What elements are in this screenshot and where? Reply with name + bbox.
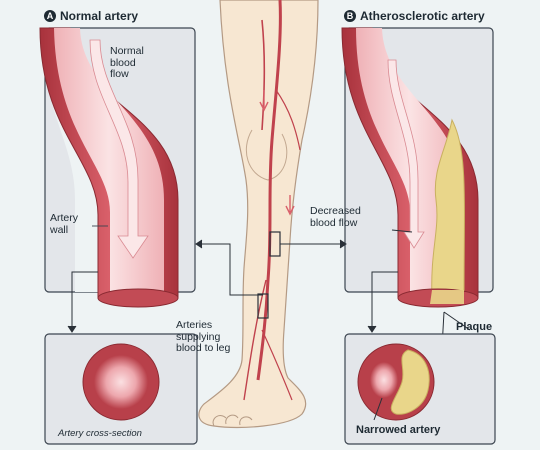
decreased-flow-label: Decreased blood flow [310,205,361,229]
normal-cross-section-panel [44,333,198,445]
decreased-flow-arrow [387,59,425,249]
toes [212,414,253,427]
arrowhead-down-a [67,325,77,333]
arrowhead-down-b [367,325,377,333]
leg-artery-branch-4 [261,329,293,401]
leg-artery-branch-2 [275,89,301,151]
artery-wall-label: Artery wall [50,212,79,236]
panel-b-title-text: Atherosclerotic artery [360,9,485,23]
atherosclerotic-artery-panel [341,27,494,308]
plaque-label: Plaque [456,321,493,333]
callout-box-lower [257,293,269,319]
arrowhead-right [339,239,347,249]
panel-b-badge: B [344,10,356,22]
arteries-leg-label: Arteries supplying blood to leg [176,319,231,354]
panel-a-badge: A [44,10,56,22]
plaque-buildup [431,118,465,299]
leg-flow-arrow-2 [285,195,295,216]
decreased-flow-pointer [391,229,413,233]
normal-artery-panel [39,27,196,308]
normal-artery-end [97,288,179,308]
normal-cross-section-lumen [94,355,148,409]
knee-outline [245,129,288,181]
normal-flow-arrow [89,39,149,259]
connector-a-crosssection [71,271,98,330]
leg-flow-arrow-1 [259,90,269,112]
leg-outline [198,0,319,429]
panel-b-title: B Atherosclerotic artery [344,9,485,23]
panel-a-title: A Normal artery [44,9,138,23]
arrowhead-left [195,239,203,249]
cross-section-label: Artery cross-section [58,428,142,439]
narrowed-artery-label: Narrowed artery [356,424,441,436]
narrowed-pointer [373,397,383,421]
connector-to-panel-a [198,243,263,296]
panel-a-title-text: Normal artery [60,9,139,23]
leg-illustration [198,0,319,429]
narrowed-cross-section-lumen [370,362,398,398]
leg-artery-main [256,0,282,381]
narrowed-cross-section-plaque [390,349,430,415]
leg-artery-branch-1 [261,19,266,131]
narrowed-end [430,290,464,304]
normal-flow-label: Normal blood flow [110,45,144,80]
connector-b-crosssection [371,271,398,330]
leg-artery-branch-3 [243,279,267,401]
narrowed-cross-section-panel [344,333,496,445]
